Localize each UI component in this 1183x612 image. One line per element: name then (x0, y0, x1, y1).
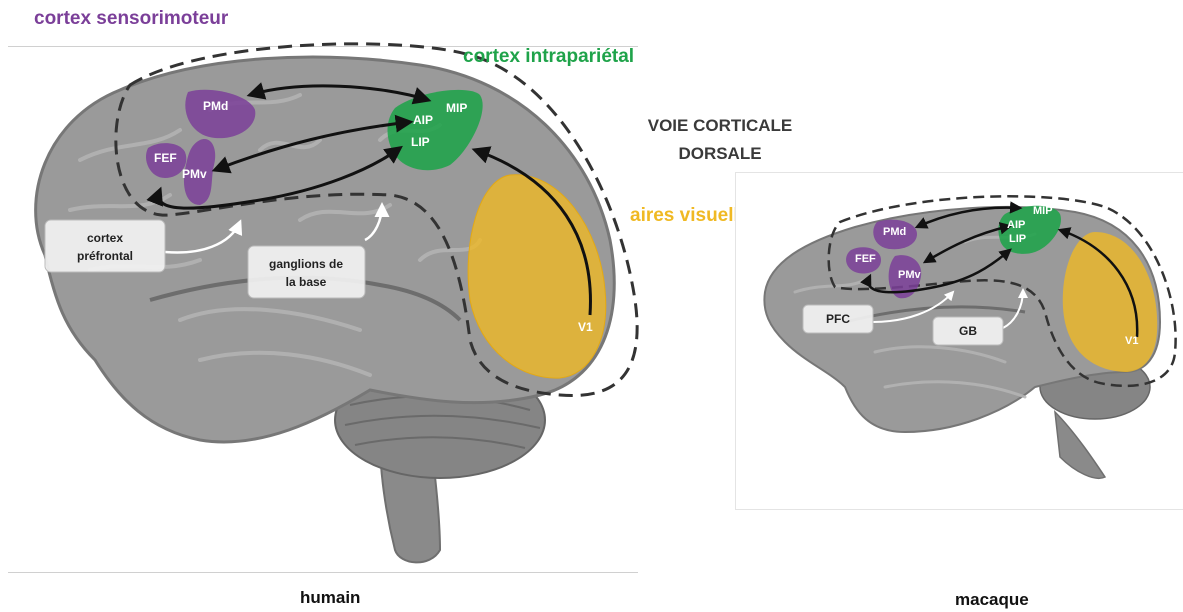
macaque-gb-label: GB (959, 324, 977, 338)
pathway-title: VOIE CORTICALE DORSALE (620, 112, 820, 168)
macaque-label-pmd: PMd (883, 226, 906, 238)
macaque-brainstem (1055, 412, 1105, 478)
macaque-pfc-box: PFC (803, 305, 873, 333)
caption-macaque: macaque (955, 590, 1029, 610)
prefrontal-line1: cortex (87, 231, 123, 245)
macaque-gb-box: GB (933, 317, 1003, 345)
label-v1: V1 (578, 320, 593, 334)
prefrontal-box: cortex préfrontal (45, 220, 165, 272)
pathway-line2: DORSALE (620, 140, 820, 168)
caption-human: humain (300, 588, 360, 608)
macaque-label-lip: LIP (1009, 233, 1026, 245)
macaque-label-v1: V1 (1125, 335, 1138, 347)
macaque-label-mip: MIP (1033, 205, 1053, 217)
label-aip: AIP (413, 113, 433, 127)
label-pmv: PMv (182, 167, 207, 181)
macaque-label-aip: AIP (1007, 219, 1025, 231)
macaque-pfc-label: PFC (826, 312, 850, 326)
human-brain-diagram: PMd FEF PMv AIP MIP LIP V1 cortex préfro… (0, 0, 700, 612)
prefrontal-line2: préfrontal (77, 249, 133, 263)
macaque-label-pmv: PMv (898, 269, 922, 281)
label-lip: LIP (411, 135, 430, 149)
macaque-brain-diagram: PMd FEF PMv AIP MIP LIP V1 PFC GB (735, 172, 1183, 508)
pathway-line1: VOIE CORTICALE (620, 112, 820, 140)
basal-ganglia-box: ganglions de la base (248, 246, 365, 298)
label-pmd: PMd (203, 99, 228, 113)
label-fef: FEF (154, 151, 177, 165)
basal-line2: la base (286, 275, 327, 289)
legend-intraparietal: cortex intrapariétal (463, 46, 634, 68)
label-mip: MIP (446, 101, 467, 115)
basal-line1: ganglions de (269, 257, 343, 271)
macaque-label-fef: FEF (855, 253, 876, 265)
